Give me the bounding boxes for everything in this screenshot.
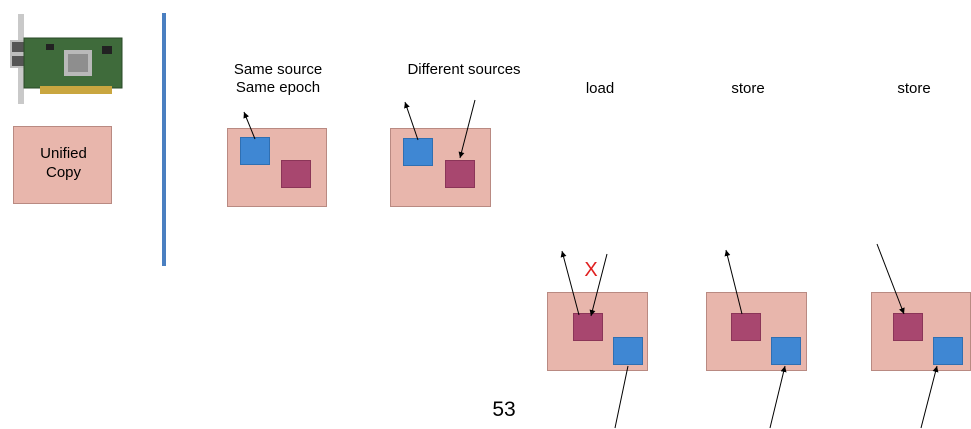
heading-same-source: Same source (233, 61, 323, 78)
blue-block (613, 337, 643, 365)
heading-same-epoch: Same epoch (235, 79, 321, 96)
arrow-in (589, 253, 608, 317)
blue-block (933, 337, 963, 365)
arrow-up (769, 365, 787, 429)
conflict-mark: X (584, 259, 598, 281)
heading-different-sources: Different sources (407, 61, 521, 78)
magenta-block (573, 313, 603, 341)
arrow-out (404, 101, 419, 141)
blue-block (771, 337, 801, 365)
copy-box-same-source (227, 128, 327, 207)
magenta-block (445, 160, 475, 188)
arrow-up (920, 365, 939, 429)
magenta-block (281, 160, 311, 188)
copy-box-different-sources (390, 128, 491, 207)
blue-block (240, 137, 270, 165)
heading-store-1: store (731, 80, 765, 97)
arrow-out (724, 249, 743, 315)
copy-box-store-1 (706, 292, 807, 371)
copy-box-load (547, 292, 648, 371)
blue-block (403, 138, 433, 166)
nic-card-icon (6, 12, 126, 107)
arrow-out (243, 111, 256, 140)
magenta-block (893, 313, 923, 341)
heading-store-2: store (897, 80, 931, 97)
slide-number: 53 (492, 398, 516, 421)
arrow-down (614, 365, 629, 429)
arrow-in (458, 99, 476, 159)
copy-box-store-2 (871, 292, 971, 371)
vertical-divider (162, 13, 166, 266)
unified-copy-legend-box: Unified Copy (13, 126, 112, 204)
heading-load: load (585, 80, 615, 97)
arrow-in (876, 243, 905, 315)
arrow-out (560, 250, 580, 316)
unified-copy-label: Unified Copy (40, 145, 87, 181)
magenta-block (731, 313, 761, 341)
